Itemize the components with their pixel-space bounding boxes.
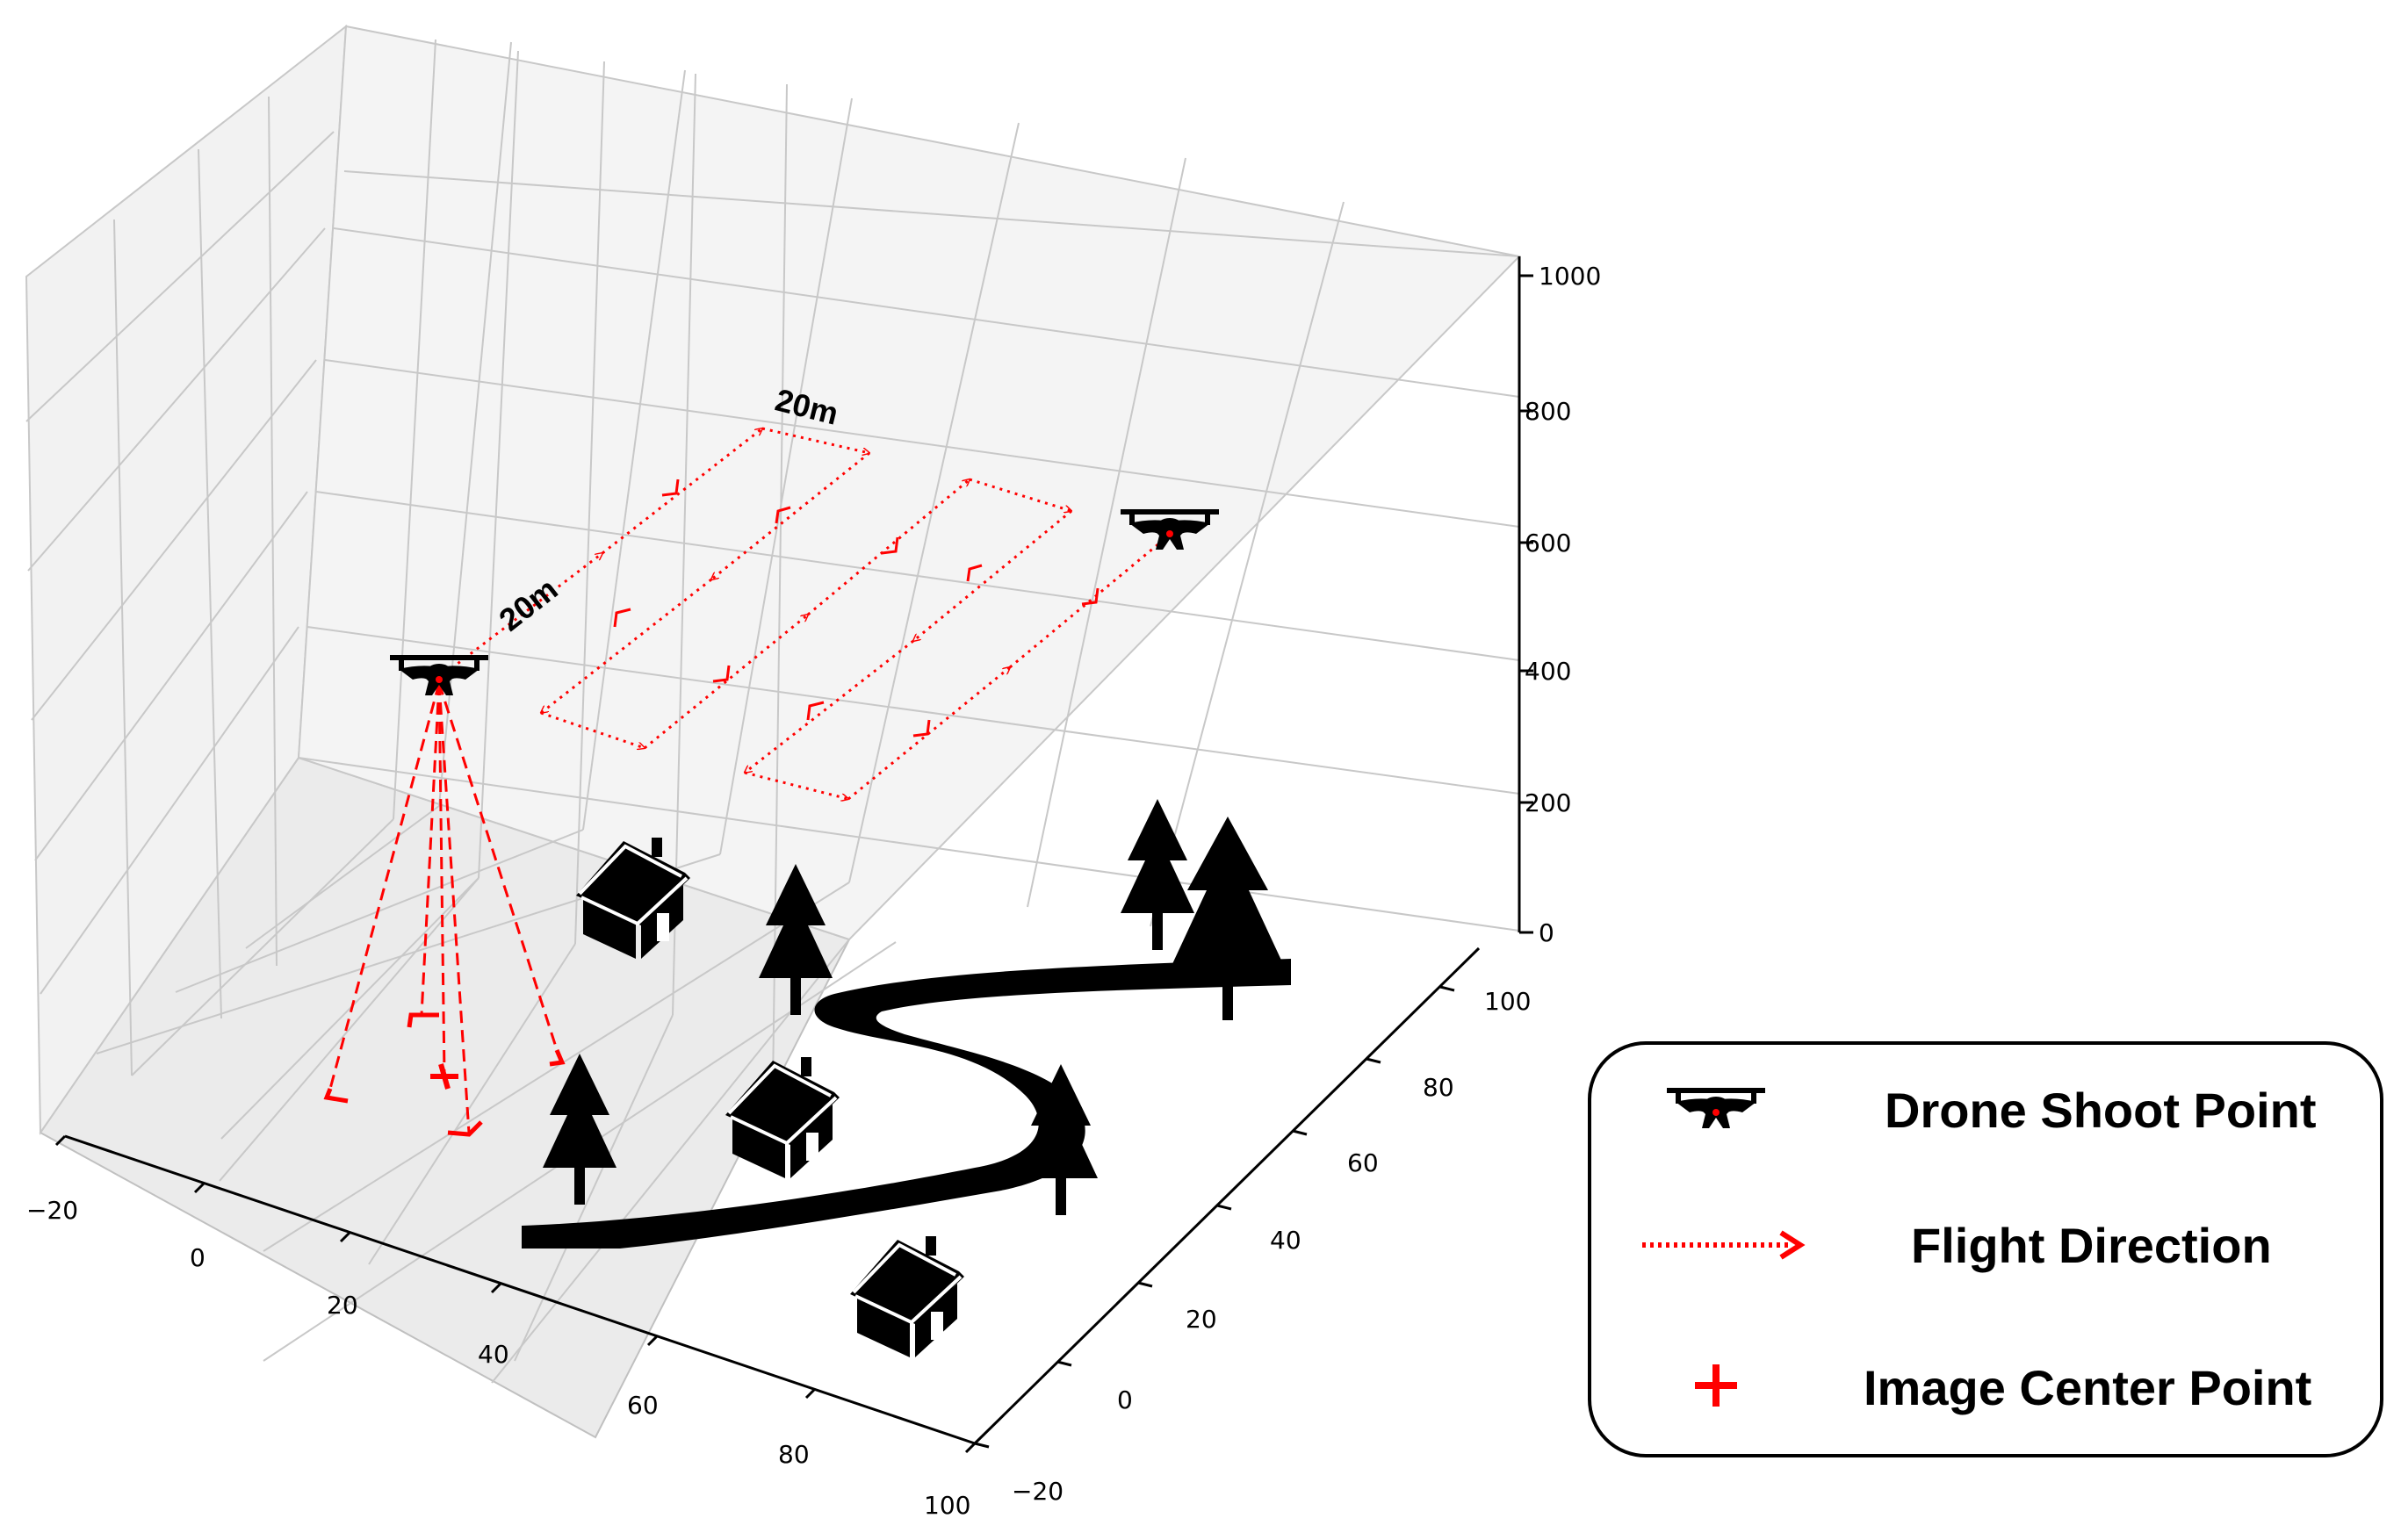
x-tick-label: 60 <box>627 1391 659 1420</box>
y-tick-label: 100 <box>1484 987 1531 1016</box>
legend: Drone Shoot Point Flight Direction Image… <box>1588 1041 2383 1457</box>
plus-icon <box>1695 1364 1737 1407</box>
y-tick-label: 40 <box>1270 1226 1301 1255</box>
tree-icon <box>1172 817 1284 1020</box>
plus-icon <box>430 1063 458 1090</box>
z-tick-label: 1000 <box>1539 262 1601 291</box>
y-axis-tick-labels: −20 0 20 40 60 80 100 <box>1012 987 1531 1506</box>
z-tick-label: 800 <box>1525 397 1571 426</box>
y-tick-label: 60 <box>1347 1148 1379 1177</box>
flight-path <box>438 428 1175 799</box>
z-tick-label: 200 <box>1525 788 1571 817</box>
z-tick-label: 400 <box>1525 657 1571 686</box>
footprint-corner-marks <box>323 1012 566 1137</box>
axis-lines <box>54 256 1533 1454</box>
legend-label-center: Image Center Point <box>1864 1360 2312 1415</box>
legend-label-flight: Flight Direction <box>1911 1218 2272 1273</box>
tree-icon <box>1121 799 1194 950</box>
road <box>522 959 1291 1249</box>
z-tick-label: 600 <box>1525 529 1571 558</box>
x-tick-label: 100 <box>924 1491 970 1520</box>
y-tick-label: −20 <box>1012 1477 1064 1506</box>
y-tick-label: 20 <box>1186 1305 1217 1334</box>
x-tick-label: −20 <box>26 1196 78 1225</box>
x-tick-label: 20 <box>327 1291 358 1320</box>
z-tick-label: 0 <box>1539 918 1554 947</box>
house-icon <box>848 1234 966 1359</box>
arrow-icon <box>1642 1230 1806 1260</box>
x-tick-label: 80 <box>778 1440 810 1469</box>
legend-label-drone: Drone Shoot Point <box>1885 1083 2317 1138</box>
x-axis-tick-labels: −20 0 20 40 60 80 100 <box>26 1196 970 1520</box>
camera-footprint <box>328 682 562 1133</box>
z-axis-tick-labels: 0 200 400 600 800 1000 <box>1525 262 1601 947</box>
x-tick-label: 0 <box>190 1243 205 1272</box>
y-tick-label: 80 <box>1423 1073 1454 1102</box>
x-tick-label: 40 <box>478 1340 509 1369</box>
y-tick-label: 0 <box>1117 1385 1133 1414</box>
drone-icon <box>1667 1088 1765 1128</box>
arrow-icons <box>613 479 1100 738</box>
